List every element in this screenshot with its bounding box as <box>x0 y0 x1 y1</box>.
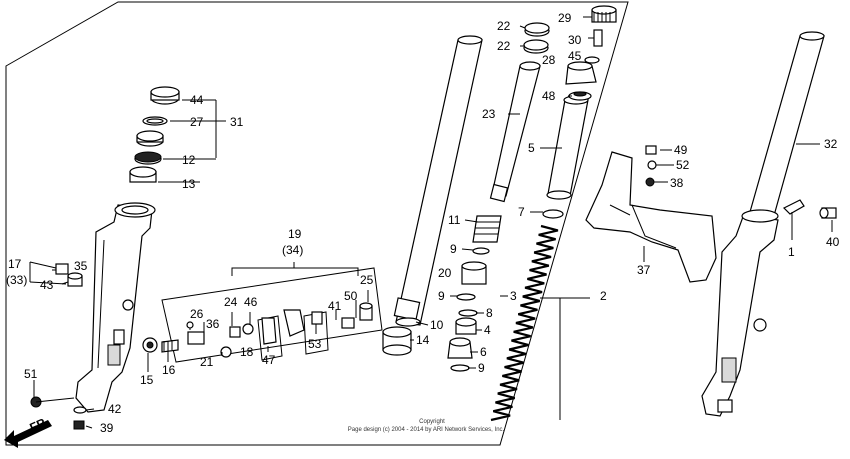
callout-7: 7 <box>518 205 525 219</box>
callout-21: 21 <box>200 355 214 369</box>
top-cap-parts <box>523 5 617 101</box>
bolt-39 <box>73 420 85 430</box>
plug-35 <box>55 263 69 275</box>
leader-lines <box>52 16 833 429</box>
front-direction-arrow: FR. <box>4 414 52 448</box>
damper-rod-23 <box>489 61 541 203</box>
callout-25: 25 <box>360 273 374 287</box>
callout-51: 51 <box>24 367 38 381</box>
leader-31 <box>158 99 226 183</box>
callout-37: 37 <box>637 263 651 277</box>
washer-42 <box>73 406 87 414</box>
ring-43 <box>67 272 83 287</box>
callout-27: 27 <box>190 115 204 129</box>
callout-3: 3 <box>510 289 517 303</box>
callout-36: 36 <box>206 317 220 331</box>
callout-23: 23 <box>482 107 496 121</box>
callout-45: 45 <box>568 49 582 63</box>
callout-24: 24 <box>224 295 238 309</box>
callout-2: 2 <box>600 289 607 303</box>
callout-10: 10 <box>430 318 444 332</box>
callout-32: 32 <box>824 137 838 151</box>
cap-40 <box>819 207 837 219</box>
callout-39: 39 <box>100 421 114 435</box>
diagram-frame <box>5 1 629 446</box>
callout-17: 17 <box>8 257 22 271</box>
callout-49: 49 <box>674 143 688 157</box>
callout-40: 40 <box>826 235 840 249</box>
copyright-text: Page design (c) 2004 - 2014 by ARI Netwo… <box>348 427 505 433</box>
callout-53: 53 <box>308 337 322 351</box>
callout-4: 4 <box>484 323 491 337</box>
fork-bracket-37 <box>585 151 717 283</box>
callout-6: 6 <box>480 345 487 359</box>
callout-14: 14 <box>416 333 430 347</box>
callout-labels: 1 2 3 4 5 6 7 8 9 9 9 10 11 12 13 14 15 … <box>6 11 840 435</box>
fork-assembly-right <box>701 31 825 417</box>
callout-31: 31 <box>230 115 244 129</box>
callout-28: 28 <box>542 53 556 67</box>
callout-1: 1 <box>788 245 795 259</box>
callout-44: 44 <box>190 93 204 107</box>
callout-30: 30 <box>568 33 582 47</box>
callout-20: 20 <box>438 266 452 280</box>
callout-50: 50 <box>344 289 358 303</box>
callout-22a: 22 <box>497 19 511 33</box>
callout-8: 8 <box>486 306 493 320</box>
fork-slider-left <box>75 202 156 413</box>
fork-spring-3 <box>490 224 559 422</box>
callout-16: 16 <box>162 363 176 377</box>
callout-26: 26 <box>190 307 204 321</box>
screw-51 <box>30 380 75 408</box>
clip-1 <box>782 199 805 240</box>
callout-33: (33) <box>6 273 27 287</box>
callout-9b: 9 <box>438 289 445 303</box>
callout-42: 42 <box>108 402 122 416</box>
callout-5: 5 <box>528 141 535 155</box>
callout-9a: 9 <box>450 242 457 256</box>
callout-47: 47 <box>262 353 276 367</box>
callout-19: 19 <box>288 227 302 241</box>
valve-parts <box>447 215 502 372</box>
callout-15: 15 <box>140 373 154 387</box>
seal-stack <box>129 86 180 183</box>
washer-7 <box>542 209 564 219</box>
fr-label: FR. <box>28 414 51 435</box>
bushing-14 <box>382 326 412 356</box>
callout-38: 38 <box>670 176 684 190</box>
copyright-title: Copyright <box>419 419 445 425</box>
callout-52: 52 <box>676 158 690 172</box>
callout-22b: 22 <box>497 39 511 53</box>
callout-9c: 9 <box>478 361 485 375</box>
fork-tube-center <box>393 35 483 327</box>
callout-34: (34) <box>282 243 303 257</box>
callout-48: 48 <box>542 89 556 103</box>
callout-41: 41 <box>328 299 342 313</box>
damper-parts <box>142 302 373 358</box>
callout-18: 18 <box>240 345 254 359</box>
callout-29: 29 <box>558 11 572 25</box>
callout-11: 11 <box>448 213 461 227</box>
callout-46: 46 <box>244 295 258 309</box>
callout-43: 43 <box>40 278 54 292</box>
bolts-49-52-38 <box>645 145 657 187</box>
callout-13: 13 <box>182 177 196 191</box>
callout-12: 12 <box>182 153 196 167</box>
callout-35: 35 <box>74 259 88 273</box>
